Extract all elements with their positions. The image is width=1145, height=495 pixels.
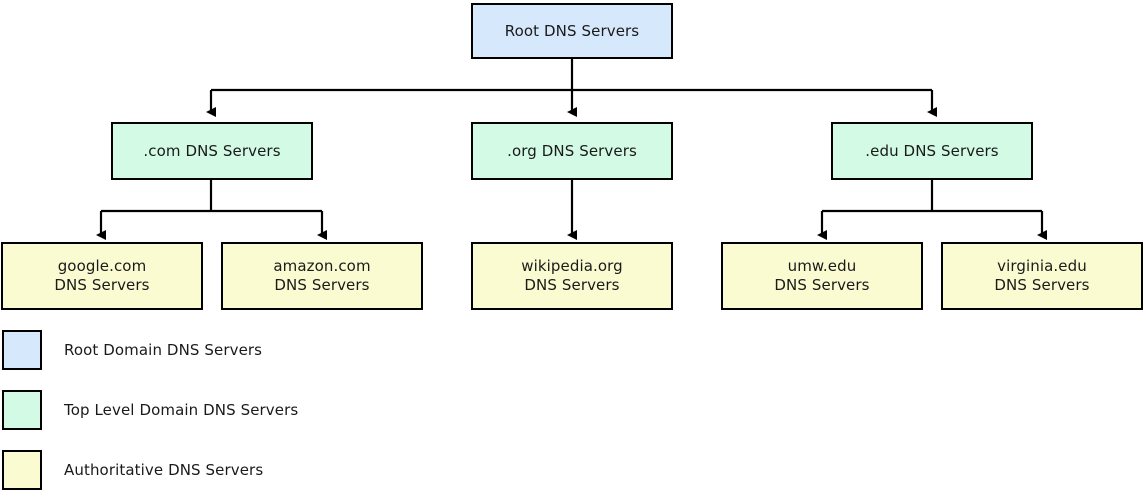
node-amazon-com-dns-servers[interactable]: amazon.com DNS Servers bbox=[221, 242, 423, 310]
legend-item-top-level-domain: Top Level Domain DNS Servers bbox=[0, 389, 600, 431]
node-wikipedia-org-dns-servers[interactable]: wikipedia.org DNS Servers bbox=[471, 242, 673, 310]
node-org-dns-servers[interactable]: .org DNS Servers bbox=[471, 122, 673, 180]
legend-swatch-authoritative bbox=[2, 450, 42, 490]
node-com-dns-servers[interactable]: .com DNS Servers bbox=[111, 122, 313, 180]
node-google-com-dns-servers[interactable]: google.com DNS Servers bbox=[1, 242, 203, 310]
node-edu-dns-servers[interactable]: .edu DNS Servers bbox=[831, 122, 1033, 180]
legend-item-root-domain: Root Domain DNS Servers bbox=[0, 329, 600, 371]
legend-label-top-level-domain: Top Level Domain DNS Servers bbox=[64, 401, 299, 419]
legend: Root Domain DNS Servers Top Level Domain… bbox=[0, 325, 1145, 495]
legend-label-authoritative: Authoritative DNS Servers bbox=[64, 461, 264, 479]
node-virginia-edu-dns-servers[interactable]: virginia.edu DNS Servers bbox=[941, 242, 1143, 310]
legend-label-root-domain: Root Domain DNS Servers bbox=[64, 341, 263, 359]
node-umw-edu-dns-servers[interactable]: umw.edu DNS Servers bbox=[721, 242, 923, 310]
node-root-dns-servers[interactable]: Root DNS Servers bbox=[471, 3, 673, 59]
legend-swatch-root-domain bbox=[2, 330, 42, 370]
legend-item-authoritative: Authoritative DNS Servers bbox=[0, 449, 600, 491]
legend-swatch-top-level-domain bbox=[2, 390, 42, 430]
